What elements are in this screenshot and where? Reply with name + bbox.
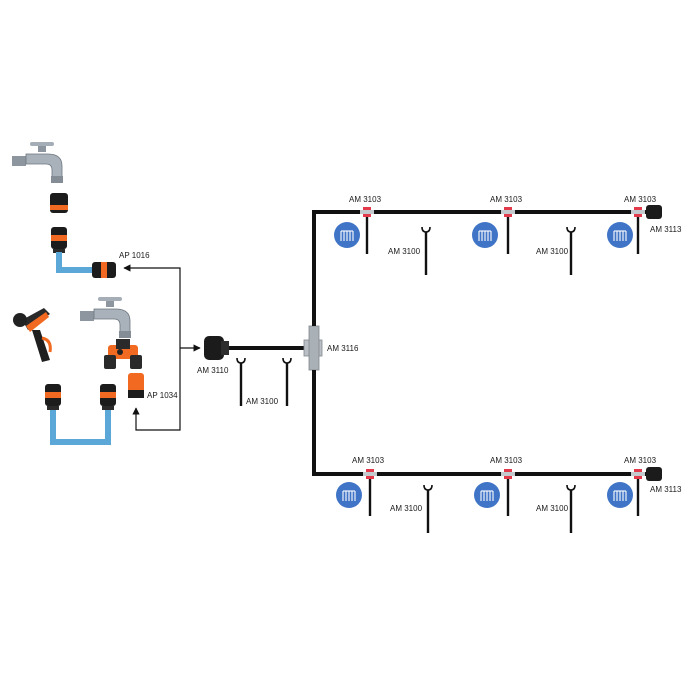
label-am3103-l2: AM 3103 [490,456,523,465]
label-am3113-upper: AM 3113 [650,225,682,234]
dripper-upper-3 [629,205,647,256]
sprinkler-spray-icon-l1 [335,481,363,509]
ap1016-connector [92,262,116,278]
dripper-lower-2 [499,467,517,518]
dripper-lower-1 [361,467,379,518]
am3116-t-connector [303,325,323,371]
spray-gun-icon [13,308,52,362]
sprinkler-spray-icon-l2 [473,481,501,509]
arrow-to-ap1034 [132,348,181,431]
label-am3100-feed: AM 3100 [246,397,279,406]
hose-connector-top [51,227,67,253]
ground-stake-feed-1 [235,356,247,408]
garden-hose-bottom [50,410,111,445]
label-am3100-l1: AM 3100 [390,504,423,513]
sprinkler-spray-icon-u3 [606,221,634,249]
water-tap-icon-bottom [79,296,132,339]
label-am3100-u1: AM 3100 [388,247,421,256]
label-am3100-u2: AM 3100 [536,247,569,256]
ground-stake-lower-2 [565,483,577,535]
sprinkler-spray-icon-u1 [333,221,361,249]
label-am3110: AM 3110 [197,366,229,375]
label-am3113-lower: AM 3113 [650,485,682,494]
end-cap-upper [646,205,662,219]
tap-connector-top [50,193,68,213]
hose-connector-tap [100,384,116,410]
label-am3103-u3: AM 3103 [624,195,657,204]
water-tap-icon-top [11,141,64,184]
dripper-lower-3 [629,467,647,518]
end-cap-lower [646,467,662,481]
dripper-upper-1 [358,205,376,256]
garden-hose-top [56,252,96,273]
ap1034-connector [128,373,144,398]
ground-stake-upper-2 [565,225,577,277]
label-am3103-u2: AM 3103 [490,195,523,204]
label-am3103-l3: AM 3103 [624,456,657,465]
upper-pipe [312,210,650,326]
sprinkler-spray-icon-u2 [471,221,499,249]
y-splitter [104,339,142,369]
label-am3103-u1: AM 3103 [349,195,382,204]
hose-connector-gun [45,384,61,410]
label-am3103-l1: AM 3103 [352,456,385,465]
ground-stake-feed-2 [281,356,293,408]
ground-stake-lower-1 [422,483,434,535]
dripper-upper-2 [499,205,517,256]
sprinkler-spray-icon-l3 [606,481,634,509]
label-ap1016: AP 1016 [119,251,150,260]
arrow-to-ap1016 [123,264,181,348]
ground-stake-upper-1 [420,225,432,277]
label-am3100-l2: AM 3100 [536,504,569,513]
label-am3116: AM 3116 [327,344,359,353]
lower-pipe [312,370,650,476]
label-ap1034: AP 1034 [147,391,178,400]
am3110-adapter [204,336,229,360]
